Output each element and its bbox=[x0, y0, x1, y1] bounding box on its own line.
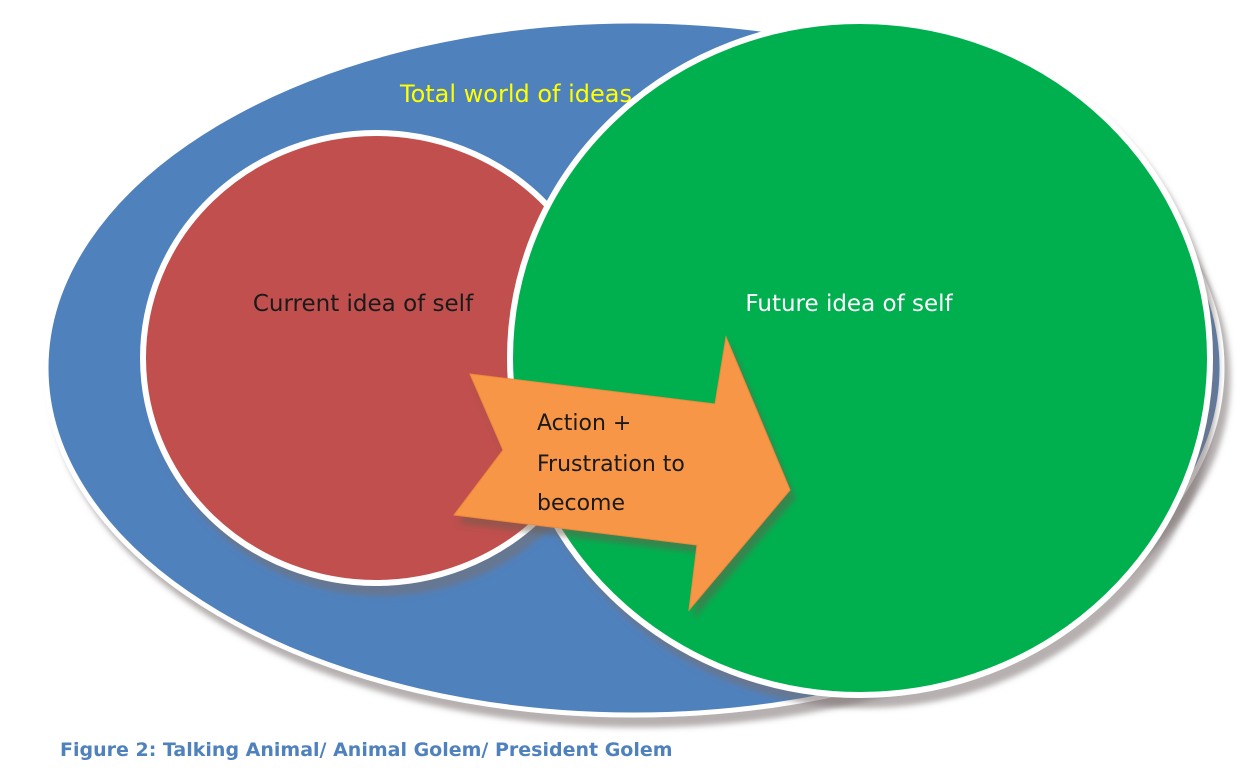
current-self-label: Current idea of self bbox=[253, 291, 474, 317]
figure-caption: Figure 2: Talking Animal/ Animal Golem/ … bbox=[60, 739, 673, 761]
arrow-label-line-1: Action + bbox=[537, 411, 631, 436]
future-self-label: Future idea of self bbox=[745, 291, 953, 317]
future-self-circle bbox=[507, 18, 1213, 698]
total-world-label: Total world of ideas bbox=[399, 80, 632, 108]
arrow-label-line-3: become bbox=[537, 491, 625, 516]
arrow-label-line-2: Frustration to bbox=[537, 452, 685, 477]
action-arrow bbox=[453, 335, 791, 612]
